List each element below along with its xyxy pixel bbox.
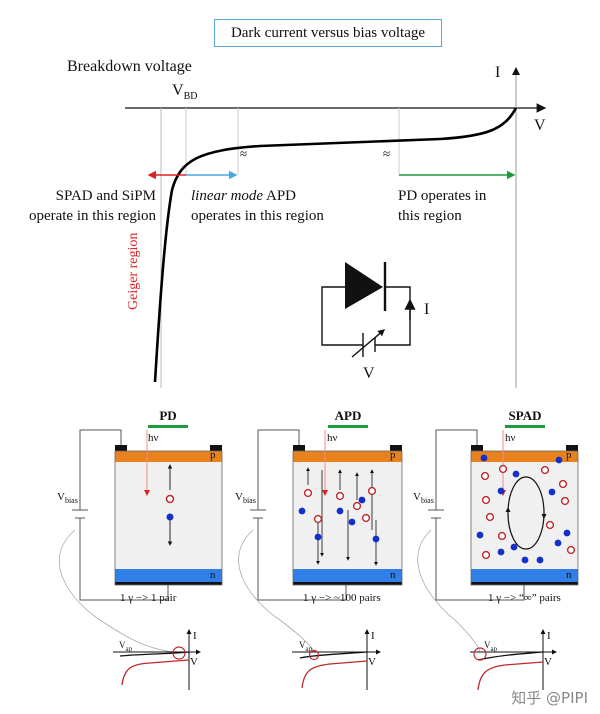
spad-region-line-2: operate in this region xyxy=(28,208,156,224)
apd-mini-v-label: V xyxy=(368,656,376,668)
panel-spad-underline xyxy=(505,425,545,428)
spad-vap-sub: ap xyxy=(490,644,498,653)
v-axis-label: V xyxy=(534,117,546,134)
spad-vap-label: Vap xyxy=(484,640,497,653)
pd-region-line-1: PD operates in xyxy=(398,188,487,204)
panel-spad-title: SPAD xyxy=(495,408,555,428)
circuit-current-label: I xyxy=(424,301,430,318)
panel-spad-graphics xyxy=(417,429,579,691)
panel-pd-underline xyxy=(148,425,188,428)
apd-hv-label: hν xyxy=(327,432,338,444)
spad-vap-main: V xyxy=(484,640,491,650)
diagram-title-text: Dark current versus bias voltage xyxy=(230,24,426,41)
apd-n-label: n xyxy=(390,569,396,581)
break-symbol-2: ≈ xyxy=(383,146,391,161)
vbd-main: V xyxy=(172,82,184,99)
circuit-voltage-label: V xyxy=(363,365,375,382)
photodiode-circuit xyxy=(321,286,416,358)
pd-vap-sub: ap xyxy=(125,644,133,653)
pd-n-label: n xyxy=(210,569,216,581)
apd-vap-label: Vap xyxy=(299,640,312,653)
apd-vbias-main: V xyxy=(235,491,243,503)
i-axis-label: I xyxy=(495,64,501,81)
pd-vbias-main: V xyxy=(57,491,65,503)
spad-region-label: SPAD and SiPM operate in this region xyxy=(14,186,156,226)
break-symbol-1: ≈ xyxy=(240,146,248,161)
apd-vbias-label: Vbias xyxy=(235,491,256,505)
spad-n-label: n xyxy=(566,569,572,581)
pd-mini-v-label: V xyxy=(190,656,198,668)
spad-region-line-1: SPAD and SiPM xyxy=(55,188,156,204)
pd-vap-main: V xyxy=(119,640,126,650)
panel-apd-underline xyxy=(328,425,368,428)
apd-region-line-2: operates in this region xyxy=(191,208,324,224)
vbd-label: VBD xyxy=(172,81,197,107)
panel-apd-title: APD xyxy=(318,408,378,428)
pd-mini-i-label: I xyxy=(193,630,197,642)
apd-italic: linear mode xyxy=(191,188,264,204)
watermark: 知乎 @PIPI xyxy=(511,689,588,707)
spad-vbias-sub: bias xyxy=(420,496,434,506)
apd-region-label: linear mode APD operates in this region xyxy=(191,186,324,226)
pd-p-label: p xyxy=(210,449,216,461)
spad-hv-label: hν xyxy=(505,432,516,444)
pd-vbias-label: Vbias xyxy=(57,491,78,505)
pd-region-line-2: this region xyxy=(398,208,462,224)
panel-spad-name: SPAD xyxy=(508,408,542,423)
spad-vbias-main: V xyxy=(413,491,421,503)
pd-region-label: PD operates in this region xyxy=(398,186,486,226)
pd-vbias-sub: bias xyxy=(64,496,78,506)
dark-current-curve xyxy=(153,107,518,383)
panel-pd-graphics xyxy=(58,429,223,690)
apd-rest: APD xyxy=(263,188,297,204)
panel-pd-name: PD xyxy=(159,408,177,423)
apd-vap-sub: ap xyxy=(305,644,313,653)
apd-mini-i-label: I xyxy=(371,630,375,642)
diagram-title: Dark current versus bias voltage xyxy=(214,19,442,47)
spad-p-label: p xyxy=(566,449,572,461)
panel-apd-graphics xyxy=(238,429,403,690)
spad-vbias-label: Vbias xyxy=(413,491,434,505)
apd-pairs-label: 1 γ −> ~100 pairs xyxy=(303,592,381,604)
apd-vbias-sub: bias xyxy=(242,496,256,506)
panel-apd-name: APD xyxy=(334,408,362,423)
spad-pairs-label: 1 γ −> “∞” pairs xyxy=(488,592,561,604)
geiger-region-label: Geiger region xyxy=(126,232,141,310)
panel-pd-title: PD xyxy=(138,408,198,428)
apd-p-label: p xyxy=(390,449,396,461)
apd-vap-main: V xyxy=(299,640,306,650)
pd-pairs-label: 1 γ −> 1 pair xyxy=(120,592,177,604)
spad-mini-i-label: I xyxy=(547,630,551,642)
spad-mini-v-label: V xyxy=(544,656,552,668)
pd-hv-label: hν xyxy=(148,432,159,444)
diode-triangle xyxy=(345,262,383,309)
pd-vap-label: Vap xyxy=(119,640,132,653)
breakdown-voltage-label: Breakdown voltage xyxy=(67,58,192,75)
vbd-sub: BD xyxy=(183,91,198,103)
